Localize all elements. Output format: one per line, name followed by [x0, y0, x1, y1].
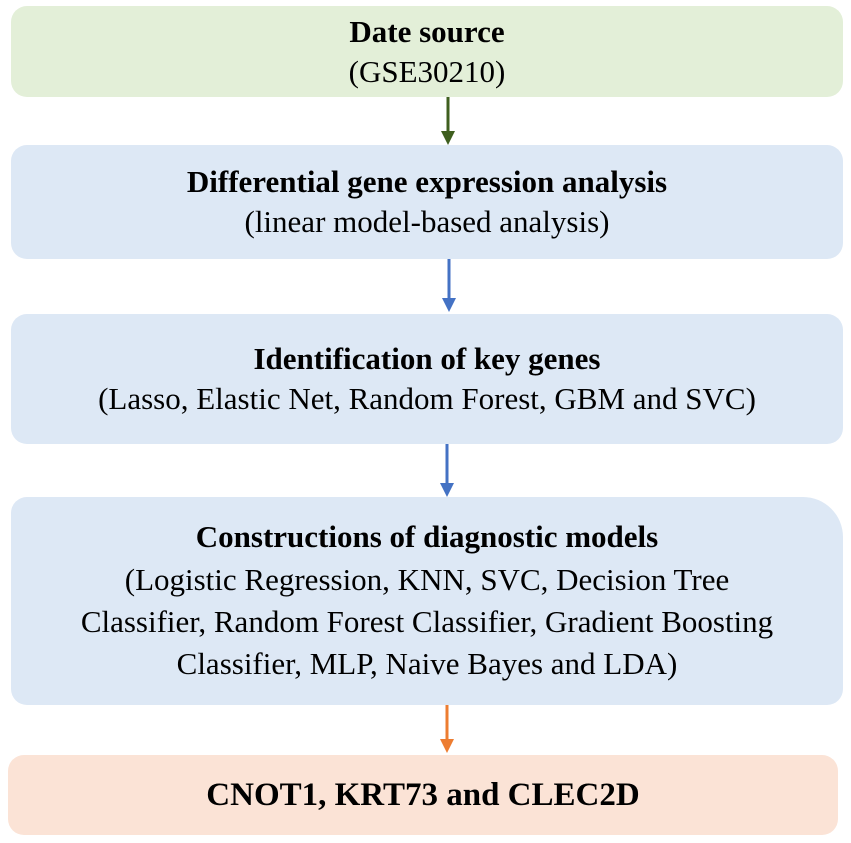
step-box-key-genes: Identification of key genes (Lasso, Elas… — [11, 314, 843, 444]
step-title: Date source — [349, 13, 505, 49]
step-box-differential-expression: Differential gene expression analysis (l… — [11, 145, 843, 259]
step-title: Differential gene expression analysis — [186, 164, 668, 199]
flow-arrow-2 — [442, 259, 456, 312]
step-subtitle: (linear model-based analysis) — [244, 204, 610, 239]
step-subtitle: (Lasso, Elastic Net, Random Forest, GBM … — [98, 381, 756, 416]
step-title: Identification of key genes — [253, 341, 601, 376]
step-box-diagnostic-models: Constructions of diagnostic models (Logi… — [11, 497, 843, 705]
step-subtitle-line: Classifier, MLP, Naive Bayes and LDA) — [176, 646, 678, 681]
step-title: Constructions of diagnostic models — [195, 519, 659, 554]
flow-arrow-4 — [440, 705, 454, 753]
step-box-result-genes: CNOT1, KRT73 and CLEC2D — [8, 755, 838, 835]
flow-arrow-3 — [440, 444, 454, 497]
step-box-data-source: Date source (GSE30210) — [11, 6, 843, 97]
flow-arrow-1 — [441, 97, 455, 145]
step-title: CNOT1, KRT73 and CLEC2D — [206, 777, 640, 813]
step-subtitle-line: Classifier, Random Forest Classifier, Gr… — [80, 604, 774, 639]
step-subtitle-line: (Logistic Regression, KNN, SVC, Decision… — [124, 562, 730, 597]
step-subtitle: (GSE30210) — [348, 53, 506, 89]
